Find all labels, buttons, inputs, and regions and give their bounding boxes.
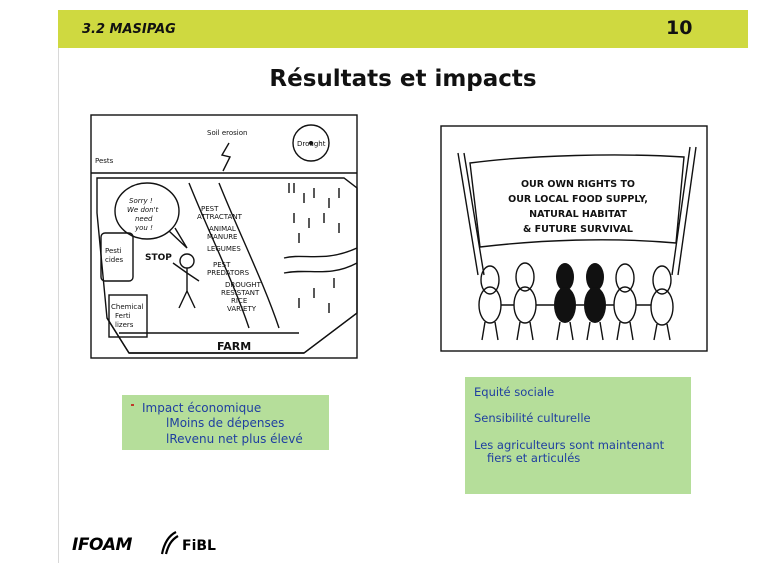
label-feature-1: PEST xyxy=(201,205,219,213)
fibl-leaf-icon xyxy=(160,531,179,555)
farm-illustration: Pests Soil erosion Drought Sorry ! We do… xyxy=(89,113,359,360)
label-drought: Drought xyxy=(297,140,326,148)
slide-frame xyxy=(58,10,749,563)
label-soil-erosion: Soil erosion xyxy=(207,129,247,137)
header-bar xyxy=(58,10,748,48)
label-stop: STOP xyxy=(145,253,172,263)
label-pesticides-1: Pesti xyxy=(105,247,122,255)
ifoam-logo: IFOAM xyxy=(72,535,132,555)
label-feature-5: LEGUMES xyxy=(207,245,241,253)
fibl-logo: FiBL xyxy=(182,538,216,554)
list-subitem: lMoins de dépenses xyxy=(166,416,285,430)
speech-line-2: We don't xyxy=(127,206,159,214)
page-number: 10 xyxy=(666,17,693,39)
banner-line-2: OUR LOCAL FOOD SUPPLY, xyxy=(508,194,648,205)
label-feature-8: DROUGHT xyxy=(225,281,262,289)
speech-line-3: need xyxy=(135,215,153,223)
slide-title: Résultats et impacts xyxy=(269,66,537,92)
label-feature-2: ATTRACTANT xyxy=(197,213,243,221)
list-item: Impact économique xyxy=(142,401,262,415)
list-subitem: lRevenu net plus élevé xyxy=(166,432,303,446)
economic-impact-box: Impact économique lMoins de dépenses lRe… xyxy=(122,395,329,450)
label-feature-4: MANURE xyxy=(207,233,237,241)
label-farm: FARM xyxy=(217,340,251,353)
label-chem-2: Ferti xyxy=(115,312,131,320)
label-feature-9: RESISTANT xyxy=(221,289,260,297)
banner-line-3: NATURAL HABITAT xyxy=(529,209,627,220)
speech-line-4: you ! xyxy=(134,224,153,232)
banner-line-4: & FUTURE SURVIVAL xyxy=(523,224,633,235)
list-item: Equité sociale xyxy=(474,385,555,399)
banner-illustration: OUR OWN RIGHTS TO OUR LOCAL FOOD SUPPLY,… xyxy=(440,125,708,352)
label-pests: Pests xyxy=(95,157,114,165)
list-item-continued: fiers et articulés xyxy=(487,451,581,465)
list-item: Sensibilité culturelle xyxy=(474,411,591,425)
label-chem-3: lizers xyxy=(115,321,134,329)
label-feature-6: PEST xyxy=(213,261,231,269)
label-chem-1: Chemical xyxy=(111,303,144,311)
social-impact-box: Equité sociale Sensibilité culturelle Le… xyxy=(465,377,691,494)
section-label: 3.2 MASIPAG xyxy=(82,22,176,37)
label-pesticides-2: cides xyxy=(105,256,124,264)
label-feature-7: PREDATORS xyxy=(207,269,250,277)
list-item: Les agriculteurs sont maintenant xyxy=(474,438,665,452)
speech-line-1: Sorry ! xyxy=(129,197,153,205)
label-feature-10: RICE xyxy=(231,297,247,305)
label-feature-3: ANIMAL xyxy=(209,225,236,233)
banner-line-1: OUR OWN RIGHTS TO xyxy=(521,179,635,190)
bullet-icon xyxy=(131,404,134,406)
label-feature-11: VARIETY xyxy=(227,305,257,313)
